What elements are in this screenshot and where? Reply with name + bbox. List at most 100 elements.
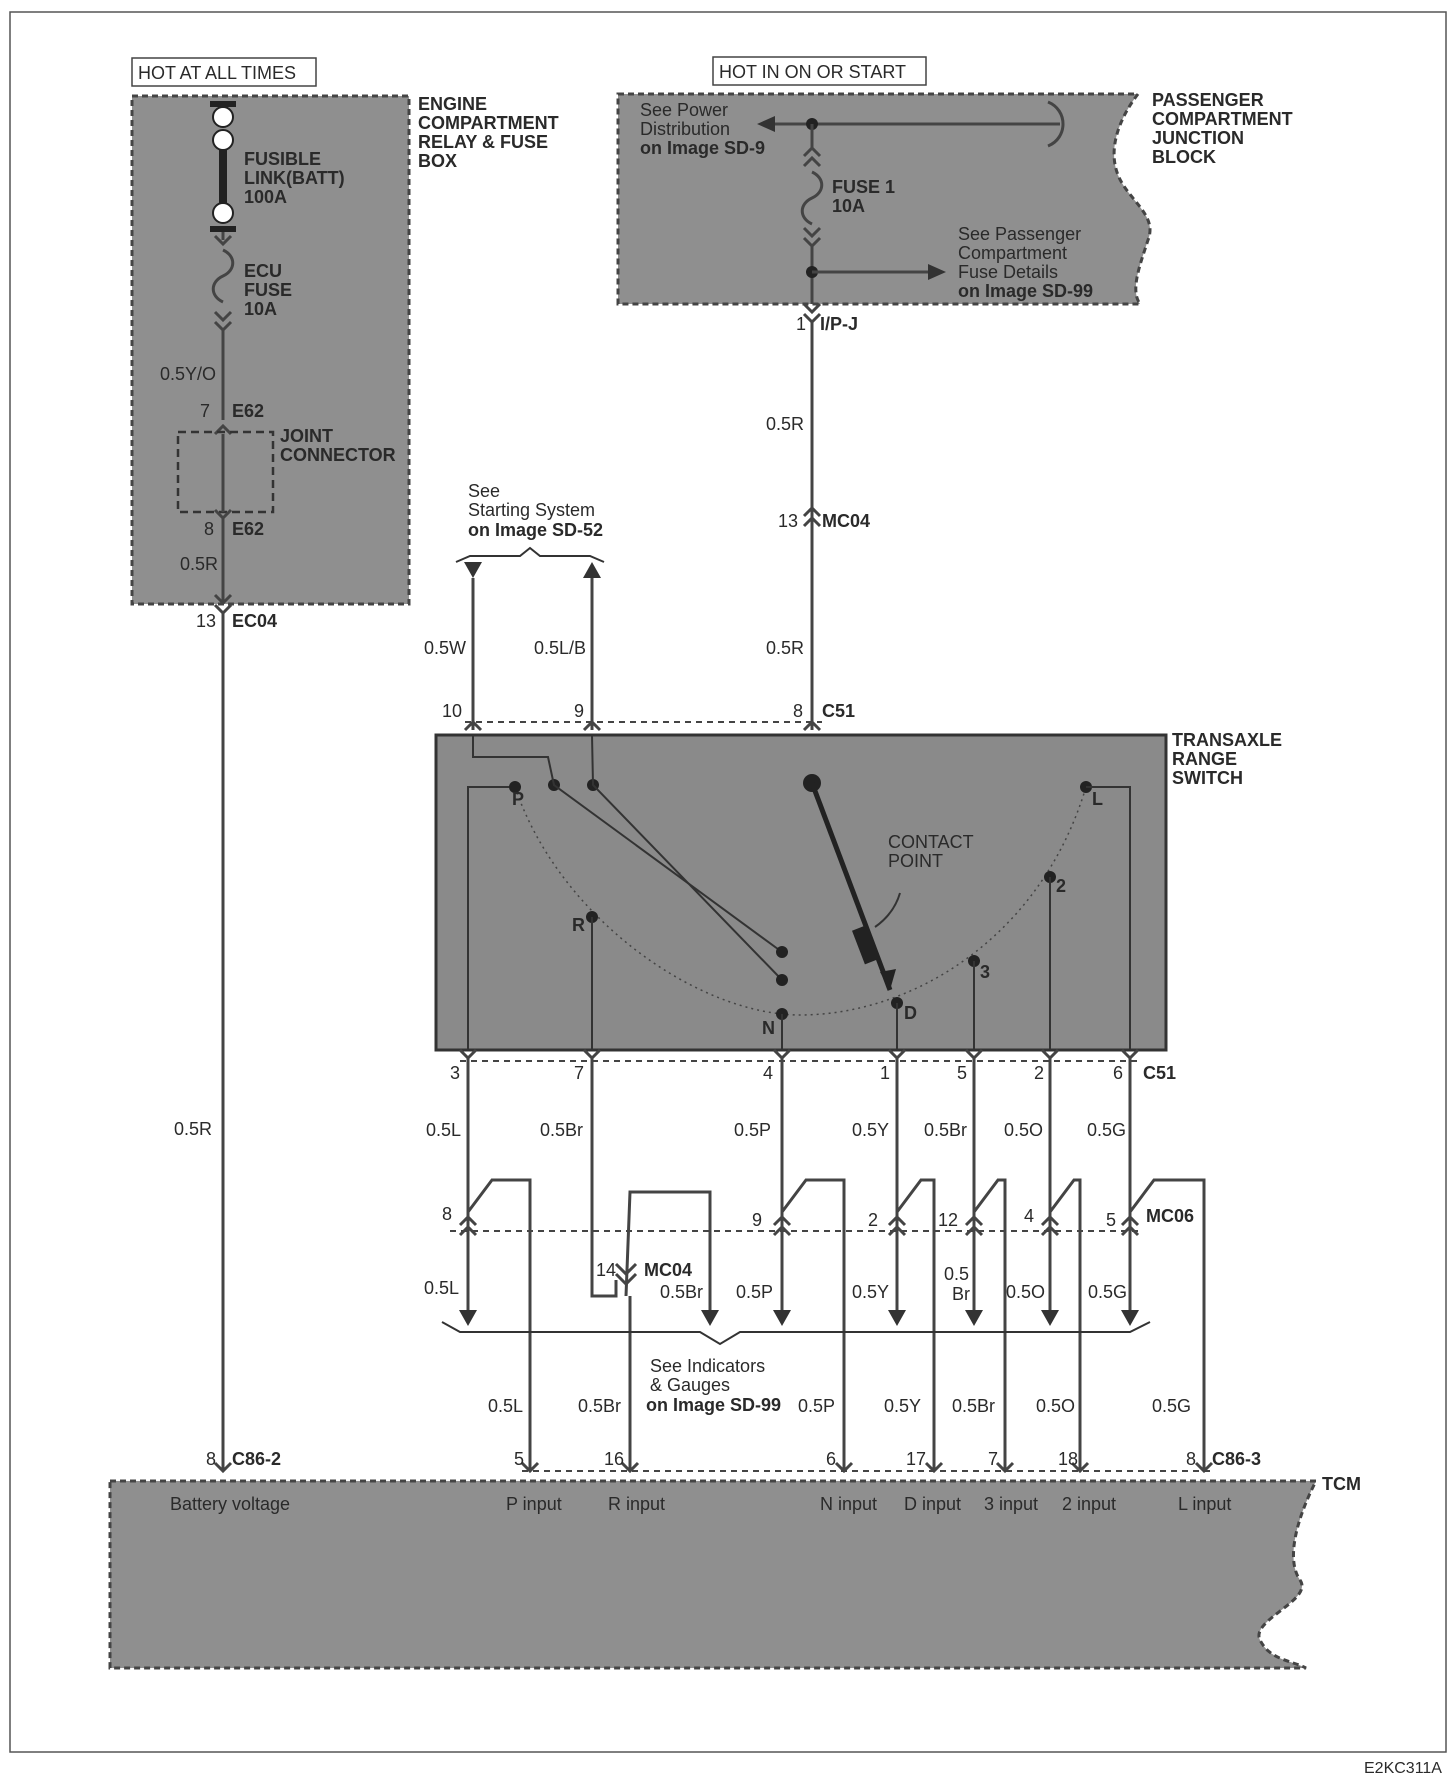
c86-3-pin-7: 7 [988, 1449, 998, 1469]
wire-row2-br: 0.5Br [660, 1282, 703, 1302]
wire-label-r-battery: 0.5R [174, 1119, 212, 1139]
ecu-fuse-label-2: FUSE [244, 280, 292, 300]
c51-pin-2: 2 [1034, 1063, 1044, 1083]
position-3: 3 [980, 962, 990, 982]
c51-pin-1: 1 [880, 1063, 890, 1083]
mc06-pin-9: 9 [752, 1210, 762, 1230]
wire-label-r-2: 0.5R [766, 638, 804, 658]
fusible-link-label-3: 100A [244, 187, 287, 207]
c51-pin-5: 5 [957, 1063, 967, 1083]
contact-point-label-1: CONTACT [888, 832, 974, 852]
c51-pin-6: 6 [1113, 1063, 1123, 1083]
mc04-r-pin: 14 [596, 1260, 616, 1280]
figure-code: E2KC311A [1364, 1760, 1442, 1777]
mc04-pin: 13 [778, 511, 798, 531]
hot-in-on-or-start-label: HOT IN ON OR START [719, 62, 906, 82]
joint-connector-label-2: CONNECTOR [280, 445, 396, 465]
c51-top-pin-9: 9 [574, 701, 584, 721]
fuse1-label-2: 10A [832, 196, 865, 216]
mc04-connector: MC04 [822, 511, 870, 531]
wire-row1-y: 0.5Y [852, 1120, 889, 1140]
tcm-block: TCM Battery voltage P input R input N in… [108, 1474, 1361, 1670]
c86-3-pin-8: 8 [1186, 1449, 1196, 1469]
wire-row1-br: 0.5Br [540, 1120, 583, 1140]
arrow-left-icon [757, 116, 775, 132]
c86-3-connector [520, 1461, 1214, 1474]
wire-row2-y: 0.5Y [852, 1282, 889, 1302]
mc06-pin-4: 4 [1024, 1206, 1034, 1226]
passenger-box-label-3: JUNCTION [1152, 128, 1244, 148]
mc06-wiring [458, 1058, 1206, 1471]
connector-icon [213, 232, 233, 247]
ref-starting-2: Starting System [468, 500, 595, 520]
ec04-connector: EC04 [232, 611, 277, 631]
hot-at-all-times-label: HOT AT ALL TIMES [138, 63, 296, 83]
ref-indicators-3: on Image SD-99 [646, 1395, 781, 1415]
e62-pin-top: 7 [200, 401, 210, 421]
ref-power-distribution-3: on Image SD-9 [640, 138, 765, 158]
tcm-input-l: L input [1178, 1494, 1231, 1514]
position-r: R [572, 915, 585, 935]
wire-label-r-engine: 0.5R [180, 554, 218, 574]
c51-pin-7: 7 [574, 1063, 584, 1083]
wire-row3-p: 0.5P [798, 1396, 835, 1416]
ipj-pin: 1 [796, 314, 806, 334]
c51-top-pin-8: 8 [793, 701, 803, 721]
arrow-right-icon [928, 264, 946, 280]
ec04-pin: 13 [196, 611, 216, 631]
wire-row2-g: 0.5G [1088, 1282, 1127, 1302]
c86-3-pin-6: 6 [826, 1449, 836, 1469]
tcm-input-d: D input [904, 1494, 961, 1514]
mc06-pin-8: 8 [442, 1204, 452, 1224]
wire-row1-o: 0.5O [1004, 1120, 1043, 1140]
ref-passenger-fuse-1: See Passenger [958, 224, 1081, 244]
e62-pin-bottom: 8 [204, 519, 214, 539]
passenger-box-label-2: COMPARTMENT [1152, 109, 1293, 129]
c51-pin-4: 4 [763, 1063, 773, 1083]
e62-connector-top: E62 [232, 401, 264, 421]
c51-connector-top: C51 [822, 701, 855, 721]
wire-row3-o: 0.5O [1036, 1396, 1075, 1416]
fusible-link-label-2: LINK(BATT) [244, 168, 345, 188]
passenger-box-label-4: BLOCK [1152, 147, 1216, 167]
wire-label-y-o: 0.5Y/O [160, 364, 216, 384]
ref-passenger-fuse-2: Compartment [958, 243, 1067, 263]
c86-3-pin-17: 17 [906, 1449, 926, 1469]
wire-row3-br2: 0.5Br [952, 1396, 995, 1416]
wire-row3-g: 0.5G [1152, 1396, 1191, 1416]
wire-row3-y: 0.5Y [884, 1396, 921, 1416]
fuse1-icon [800, 170, 824, 226]
arrow-up-icon [583, 562, 601, 578]
ref-starting-1: See [468, 481, 500, 501]
arrow-down-icon [464, 562, 482, 578]
wire-row2-br2-b: Br [952, 1284, 970, 1304]
wire-label-r-1: 0.5R [766, 414, 804, 434]
switch-contact-p [509, 781, 521, 793]
bus-bar-icon [1047, 100, 1065, 148]
contact-point-label-2: POINT [888, 851, 943, 871]
tcm-input-3: 3 input [984, 1494, 1038, 1514]
passenger-box-label-1: PASSENGER [1152, 90, 1264, 110]
transaxle-range-switch: TRANSAXLE RANGE SWITCH P R N CONTACT POI… [434, 730, 1282, 1052]
tcm-input-2: 2 input [1062, 1494, 1116, 1514]
ref-indicators-1: See Indicators [650, 1356, 765, 1376]
ref-power-distribution-1: See Power [640, 100, 728, 120]
indicators-brace [441, 1321, 1151, 1346]
wire-row2-br2-a: 0.5 [944, 1264, 969, 1284]
wire-row1-p: 0.5P [734, 1120, 771, 1140]
wire-row2-p: 0.5P [736, 1282, 773, 1302]
ecu-fuse-label-1: ECU [244, 261, 282, 281]
c86-2-connector: C86-2 [232, 1449, 281, 1469]
switch-label-3: SWITCH [1172, 768, 1243, 788]
c86-3-pin-5: 5 [514, 1449, 524, 1469]
e62-connector-bottom: E62 [232, 519, 264, 539]
c86-3-pin-16: 16 [604, 1449, 624, 1469]
mc06-pin-5: 5 [1106, 1210, 1116, 1230]
mc04-r-connector: MC04 [644, 1260, 692, 1280]
mc06-connector: MC06 [1146, 1206, 1194, 1226]
switch-label-2: RANGE [1172, 749, 1237, 769]
wire-row1-g: 0.5G [1087, 1120, 1126, 1140]
tcm-input-battery: Battery voltage [170, 1494, 290, 1514]
wire-label-w: 0.5W [424, 638, 466, 658]
c51-pin-3: 3 [450, 1063, 460, 1083]
